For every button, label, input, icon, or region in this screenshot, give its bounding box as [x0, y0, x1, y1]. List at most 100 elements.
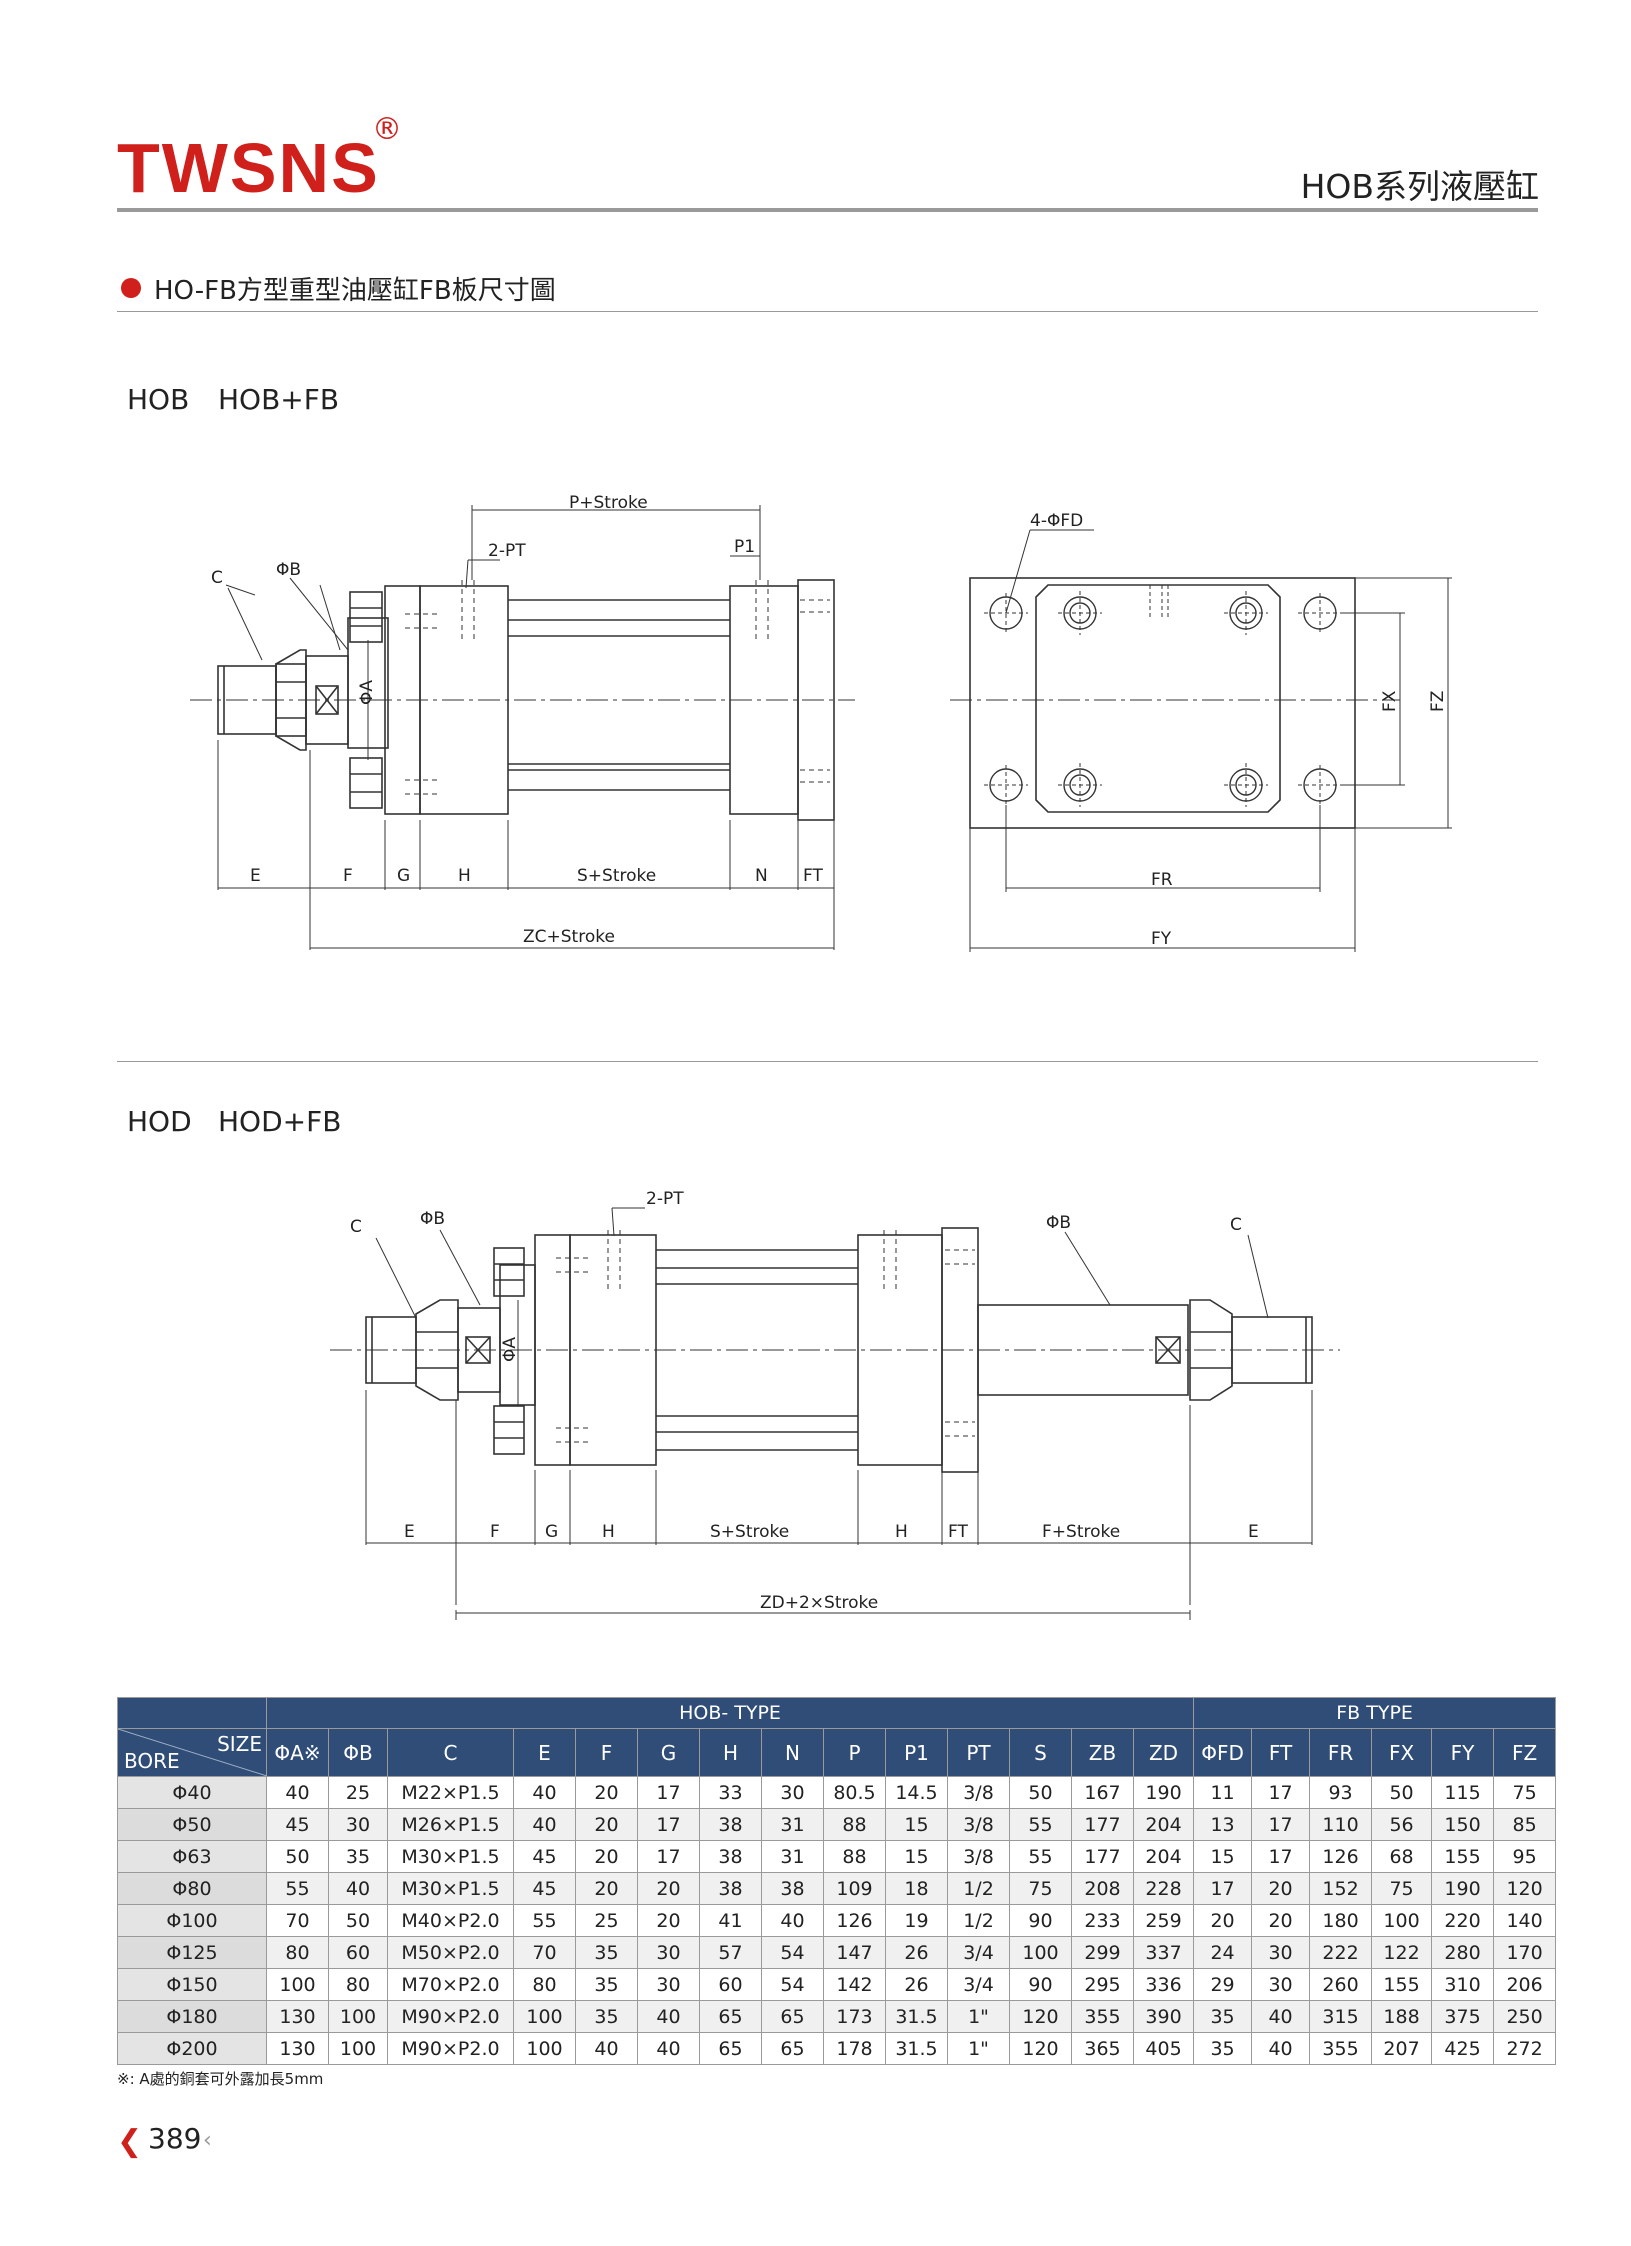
table-cell: 90 — [1009, 1904, 1072, 1937]
table-cell: 54 — [761, 1968, 824, 2001]
table-cell: 126 — [1309, 1840, 1373, 1873]
column-header: PT — [947, 1728, 1010, 1777]
table-cell: 54 — [761, 1936, 824, 1969]
table-cell: 55 — [266, 1872, 329, 1905]
table-cell: 365 — [1071, 2032, 1134, 2065]
table-cell: 38 — [699, 1872, 762, 1905]
dim-label-f-stroke: F+Stroke — [1042, 1522, 1120, 1542]
bore-cell: Φ125 — [117, 1936, 267, 1969]
bore-cell: Φ200 — [117, 2032, 267, 2065]
drawing1-label-hob: HOB — [127, 383, 190, 416]
drawing1-label-hobfb: HOB+FB — [218, 383, 340, 416]
section-title: HO-FB方型重型油壓缸FB板尺寸圖 — [154, 276, 556, 306]
table-cell: 390 — [1132, 2000, 1195, 2033]
divider-rule — [117, 1061, 1538, 1062]
table-cell: 208 — [1071, 1872, 1134, 1905]
table-cell: 3/4 — [947, 1936, 1010, 1969]
table-cell: 295 — [1071, 1968, 1134, 2001]
chevron-left-small-icon[interactable]: ‹ — [203, 2128, 212, 2153]
table-cell: 299 — [1071, 1936, 1134, 1969]
column-header: G — [637, 1728, 700, 1777]
table-cell: 20 — [575, 1808, 638, 1841]
table-cell: 120 — [1493, 1872, 1557, 1905]
table-cell: 35 — [1193, 2032, 1253, 2065]
table-cell: 15 — [1193, 1840, 1253, 1873]
table-cell: 50 — [328, 1904, 388, 1937]
table-cell: 20 — [1193, 1904, 1253, 1937]
dim-label-e-left: E — [404, 1522, 415, 1542]
table-cell: M90×P2.0 — [387, 2032, 514, 2065]
table-cell: 280 — [1431, 1936, 1495, 1969]
table-cell: 3/4 — [947, 1968, 1010, 2001]
table-cell: 40 — [266, 1776, 329, 1809]
column-header: FZ — [1493, 1728, 1557, 1777]
column-header: ΦB — [328, 1728, 388, 1777]
size-label: SIZE — [217, 1732, 262, 1756]
dim-label-h-left: H — [602, 1522, 615, 1542]
table-cell: 17 — [637, 1808, 700, 1841]
table-cell: 100 — [513, 2000, 576, 2033]
column-header: ZB — [1071, 1728, 1134, 1777]
table-cell: 40 — [328, 1872, 388, 1905]
column-header: FR — [1309, 1728, 1373, 1777]
table-cell: 100 — [1371, 1904, 1433, 1937]
table-cell: 75 — [1493, 1776, 1557, 1809]
bore-cell: Φ50 — [117, 1808, 267, 1841]
table-cell: 17 — [1193, 1872, 1253, 1905]
table-cell: 80.5 — [823, 1776, 886, 1809]
table-cell: 126 — [823, 1904, 886, 1937]
table-cell: 100 — [513, 2032, 576, 2065]
dim-label-c-right: C — [1230, 1215, 1242, 1235]
dim-label-h-right: H — [895, 1522, 908, 1542]
table-cell: 122 — [1371, 1936, 1433, 1969]
table-cell: 120 — [1009, 2000, 1072, 2033]
chevron-left-icon[interactable]: ❮ — [117, 2124, 143, 2159]
table-cell: 155 — [1431, 1840, 1495, 1873]
column-header: E — [513, 1728, 576, 1777]
table-cell: 30 — [761, 1776, 824, 1809]
bore-cell: Φ80 — [117, 1872, 267, 1905]
table-cell: 20 — [575, 1872, 638, 1905]
table-cell: 17 — [1251, 1776, 1311, 1809]
registered-mark: ® — [372, 112, 402, 147]
column-header: FT — [1251, 1728, 1311, 1777]
dim-label-fr: FR — [1151, 870, 1173, 890]
dim-label-zc-stroke: ZC+Stroke — [523, 927, 615, 947]
table-cell: 259 — [1132, 1904, 1195, 1937]
table-cell: 20 — [1251, 1904, 1311, 1937]
table-cell: 60 — [328, 1936, 388, 1969]
table-cell: 35 — [575, 2000, 638, 2033]
table-cell: 80 — [328, 1968, 388, 2001]
column-header: ZD — [1132, 1728, 1195, 1777]
table-cell: 88 — [823, 1808, 886, 1841]
table-cell: 40 — [637, 2000, 700, 2033]
table-cell: 41 — [699, 1904, 762, 1937]
table-cell: 15 — [885, 1808, 948, 1841]
table-cell: 120 — [1009, 2032, 1072, 2065]
table-group-hob: HOB- TYPE — [265, 1697, 1195, 1729]
table-cell: 26 — [885, 1968, 948, 2001]
brand-logo: TWSNS — [117, 129, 380, 207]
table-corner — [117, 1697, 267, 1729]
table-cell: 3/8 — [947, 1776, 1010, 1809]
table-group-fb: FB TYPE — [1193, 1697, 1557, 1729]
table-cell: 13 — [1193, 1808, 1253, 1841]
table-cell: 1/2 — [947, 1904, 1010, 1937]
bore-cell: Φ180 — [117, 2000, 267, 2033]
table-cell: 24 — [1193, 1936, 1253, 1969]
table-cell: 272 — [1493, 2032, 1557, 2065]
table-cell: 17 — [1251, 1840, 1311, 1873]
table-cell: 147 — [823, 1936, 886, 1969]
table-cell: 206 — [1493, 1968, 1557, 2001]
table-cell: 56 — [1371, 1808, 1433, 1841]
table-cell: 190 — [1431, 1872, 1495, 1905]
table-cell: 40 — [761, 1904, 824, 1937]
dim-label-phib-right: ΦB — [1046, 1213, 1071, 1233]
table-cell: 30 — [637, 1968, 700, 2001]
table-cell: 100 — [328, 2000, 388, 2033]
table-cell: 14.5 — [885, 1776, 948, 1809]
table-cell: 337 — [1132, 1936, 1195, 1969]
